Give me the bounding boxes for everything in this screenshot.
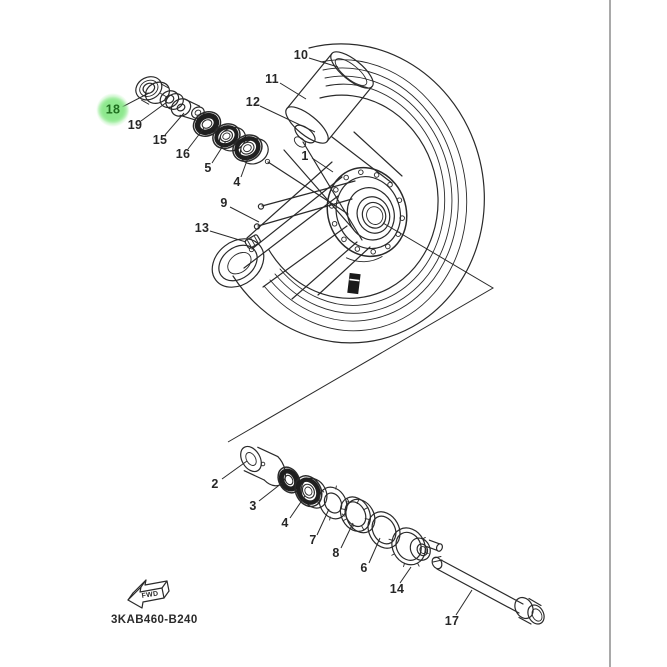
tube-end [203,229,274,297]
rim-band-clip [244,234,261,249]
page-divider-line [609,0,611,667]
leader-lines [122,58,472,615]
ring-part6 [362,506,406,554]
oil-seal-part16 [189,107,225,141]
wheel-rim-arcs [264,60,467,331]
bearing-part4-lower [290,470,332,515]
fwd-arrow-icon: FWD [128,580,169,608]
part-code: 3KAB460-B240 [111,614,198,626]
spacer-collar-part15 [168,91,206,128]
speedometer-drive-part14 [383,521,444,575]
wheel-tube-torus [203,44,485,343]
axle-shaft-part17 [430,556,547,627]
bearing-part4-upper [228,128,272,171]
highlight-marker [96,93,130,127]
bearing-part5 [209,118,250,158]
washer-part19 [157,86,186,114]
valve-stem [348,273,360,293]
axle-nut-part18 [132,70,173,110]
spokes [244,132,402,299]
fwd-arrow-label: FWD [141,590,159,600]
wheel-hub [315,156,420,270]
retainer-part7 [313,481,354,524]
section-leader-line [228,223,493,442]
